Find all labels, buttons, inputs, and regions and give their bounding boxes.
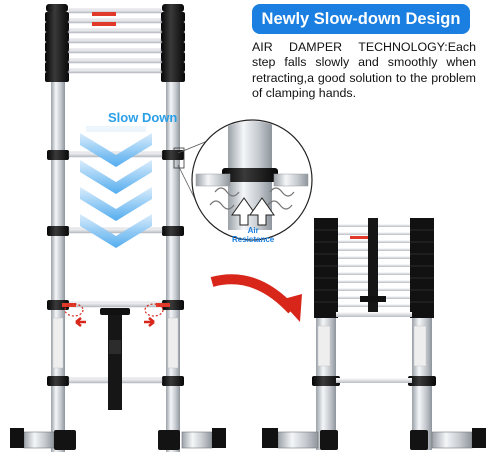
air-damper-zoom: [191, 119, 313, 241]
carry-strap: [108, 310, 122, 410]
left-rail-top-caps: [45, 4, 69, 82]
transition-arrow: [210, 274, 296, 314]
slow-down-arrows: [80, 126, 152, 248]
right-rail: [166, 82, 180, 452]
extended-ladder: [10, 4, 226, 452]
left-rail: [51, 82, 65, 452]
top-rungs: [68, 8, 162, 74]
retracted-ladder: [262, 218, 486, 450]
design-title-badge: Newly Slow-down Design: [252, 4, 470, 34]
right-rail-top-caps: [161, 4, 185, 82]
slow-down-label: Slow Down: [108, 110, 178, 125]
air-resistance-line2: Resistance: [232, 235, 275, 244]
ladder-feet: [10, 428, 226, 450]
feature-description: AIR DAMPER TECHNOLOGY:Each step falls sl…: [252, 40, 476, 100]
air-resistance-label: Air Resistance: [232, 226, 274, 244]
air-resistance-line1: Air: [247, 226, 259, 235]
